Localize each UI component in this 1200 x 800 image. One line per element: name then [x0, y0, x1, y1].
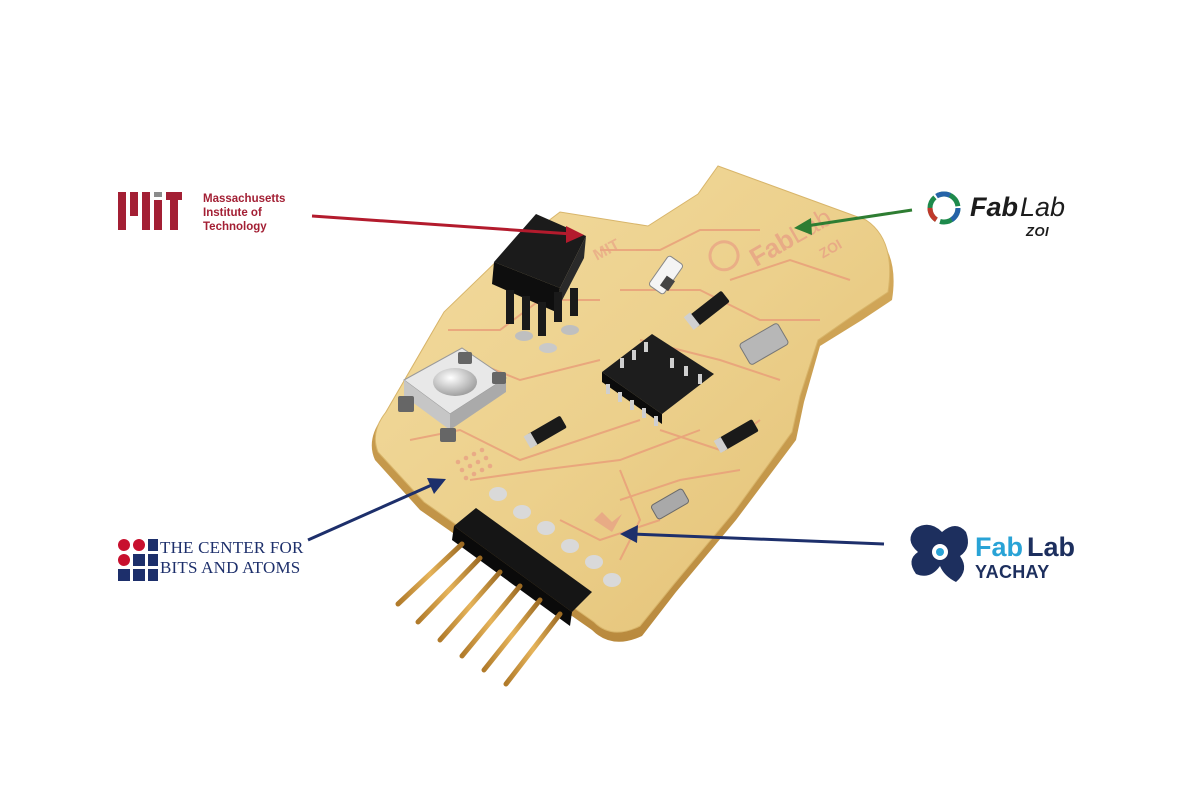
- cba-logo-text: The Center for Bits and Atoms: [160, 538, 304, 578]
- mit-logo-text: Massachusetts Institute of Technology: [203, 192, 285, 234]
- arrow-mit: [311, 214, 584, 243]
- small-cap: [651, 488, 689, 520]
- led: [648, 255, 684, 295]
- resistor-1: [683, 291, 730, 330]
- resistor-2: [523, 416, 567, 449]
- fablab-zoi-lab: Lab: [1020, 192, 1066, 222]
- arrow-fablab-zoi: [794, 208, 913, 235]
- cba-line-1: The Center for: [160, 538, 304, 557]
- yachay-knot-icon: [910, 524, 968, 582]
- cba-grid-icon: [118, 539, 158, 581]
- cba-line-2: Bits and Atoms: [160, 558, 301, 577]
- fablab-yachay-fab: Fab: [975, 532, 1024, 562]
- board-yachay-mark: [594, 512, 622, 532]
- smd-components: [523, 255, 789, 520]
- fablab-three-arm-icon: [927, 191, 961, 225]
- mit-line-3: Technology: [203, 221, 267, 233]
- mit-line-2: Institute of: [203, 207, 262, 219]
- capacitor-gray: [739, 323, 789, 365]
- mit-logo-mark: [118, 192, 182, 230]
- fablab-yachay-lab: Lab: [1027, 532, 1076, 562]
- mit-line-1: Massachusetts: [203, 193, 286, 205]
- bottom-pin-header: [395, 487, 621, 687]
- resistor-3: [713, 419, 759, 454]
- pcb-board: Fab Lab ZOI MIT: [371, 165, 894, 687]
- push-button: [398, 347, 507, 442]
- arrow-cba: [307, 478, 446, 542]
- fablab-zoi-fab: Fab: [970, 192, 1019, 222]
- fablab-zoi-sub: ZOI: [1026, 224, 1050, 239]
- gold-pins: [395, 541, 563, 687]
- fablab-yachay-sub: YACHAY: [975, 562, 1050, 582]
- board-cba-dots: [455, 447, 493, 481]
- main-ic-chip: [602, 334, 714, 426]
- arrow-fablab-yachay: [620, 525, 885, 546]
- board-fablab-icon: [708, 240, 740, 272]
